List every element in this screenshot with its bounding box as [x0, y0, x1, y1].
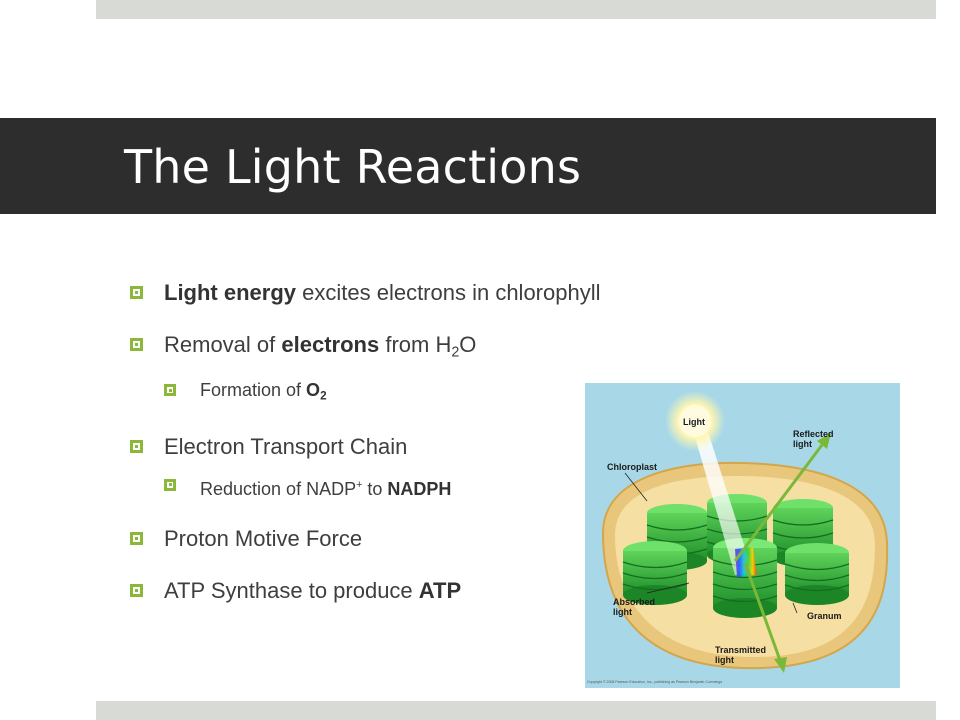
bullet-marker-icon: [130, 583, 143, 597]
bullet-atp-synthase: ATP Synthase to produce ATP: [128, 576, 588, 606]
light-beam: [688, 413, 753, 575]
label-transmitted-2: light: [715, 655, 734, 665]
slide-title: The Light Reactions: [124, 140, 582, 194]
bullet-bold-text: electrons: [281, 332, 380, 357]
bullet-text: Reduction of NADP: [200, 478, 357, 499]
bullet-marker-icon: [164, 478, 176, 491]
bullet-text: Proton Motive Force: [164, 525, 363, 551]
figure-copyright: Copyright © 2008 Pearson Education, Inc.…: [587, 680, 722, 684]
bullet-list: Light energy excites electrons in chloro…: [128, 278, 601, 606]
bullet-marker-icon: [164, 384, 176, 397]
label-granum: Granum: [807, 611, 842, 621]
bullet-marker-icon: [130, 439, 143, 453]
top-decor-bar: [96, 0, 936, 19]
bullet-text: O: [459, 332, 477, 357]
bullet-bold-text: ATP: [418, 577, 462, 603]
bullet-marker-icon: [130, 531, 143, 545]
bullet-removal-electrons: Removal of electrons from H2O: [128, 330, 588, 367]
title-band: [0, 118, 936, 214]
bullet-text: Formation of: [200, 380, 307, 401]
bullet-text: Electron Transport Chain: [164, 433, 408, 459]
bottom-decor-bar: [96, 701, 936, 720]
bullet-marker-icon: [130, 338, 143, 351]
bullet-bold-text: NADPH: [387, 478, 452, 499]
bullet-etc: Electron Transport Chain: [128, 432, 588, 462]
label-light: Light: [683, 417, 705, 427]
bullet-text: from H: [379, 332, 452, 357]
chloroplast-figure: Light Reflected light Chloroplast Absorb…: [585, 383, 900, 688]
bullet-light-energy: Light energy excites electrons in chloro…: [128, 278, 601, 308]
bullet-bold-text: O: [306, 380, 321, 401]
label-absorbed-2: light: [613, 607, 632, 617]
granum-stacks: [622, 494, 850, 618]
sub-bullet-formation-o2: Formation of O2: [128, 377, 588, 410]
bullet-text: Removal of: [164, 332, 282, 357]
label-chloroplast: Chloroplast: [607, 462, 657, 472]
subscript: 2: [320, 389, 327, 403]
label-absorbed: Absorbed: [613, 597, 655, 607]
label-reflected-2: light: [793, 439, 812, 449]
bullet-text: ATP Synthase to produce: [164, 577, 419, 603]
reflected-arrow-icon: [733, 440, 827, 562]
transmitted-arrow-icon: [743, 562, 783, 664]
label-transmitted: Transmitted: [715, 645, 766, 655]
sun-core-icon: [679, 405, 711, 437]
bullet-marker-icon: [130, 286, 143, 299]
bullet-text: to: [362, 478, 388, 499]
sub-bullet-reduction-nadp: Reduction of NADP+ to NADPH: [128, 472, 588, 502]
superscript: +: [356, 478, 363, 491]
bullet-bold-text: Light energy: [164, 280, 297, 305]
bullet-proton-motive-force: Proton Motive Force: [128, 524, 588, 554]
subscript: 2: [451, 344, 460, 361]
bullet-text: excites electrons in chlorophyll: [296, 280, 601, 305]
label-reflected: Reflected: [793, 429, 834, 439]
chloroplast-diagram: Light Reflected light Chloroplast Absorb…: [585, 383, 900, 688]
